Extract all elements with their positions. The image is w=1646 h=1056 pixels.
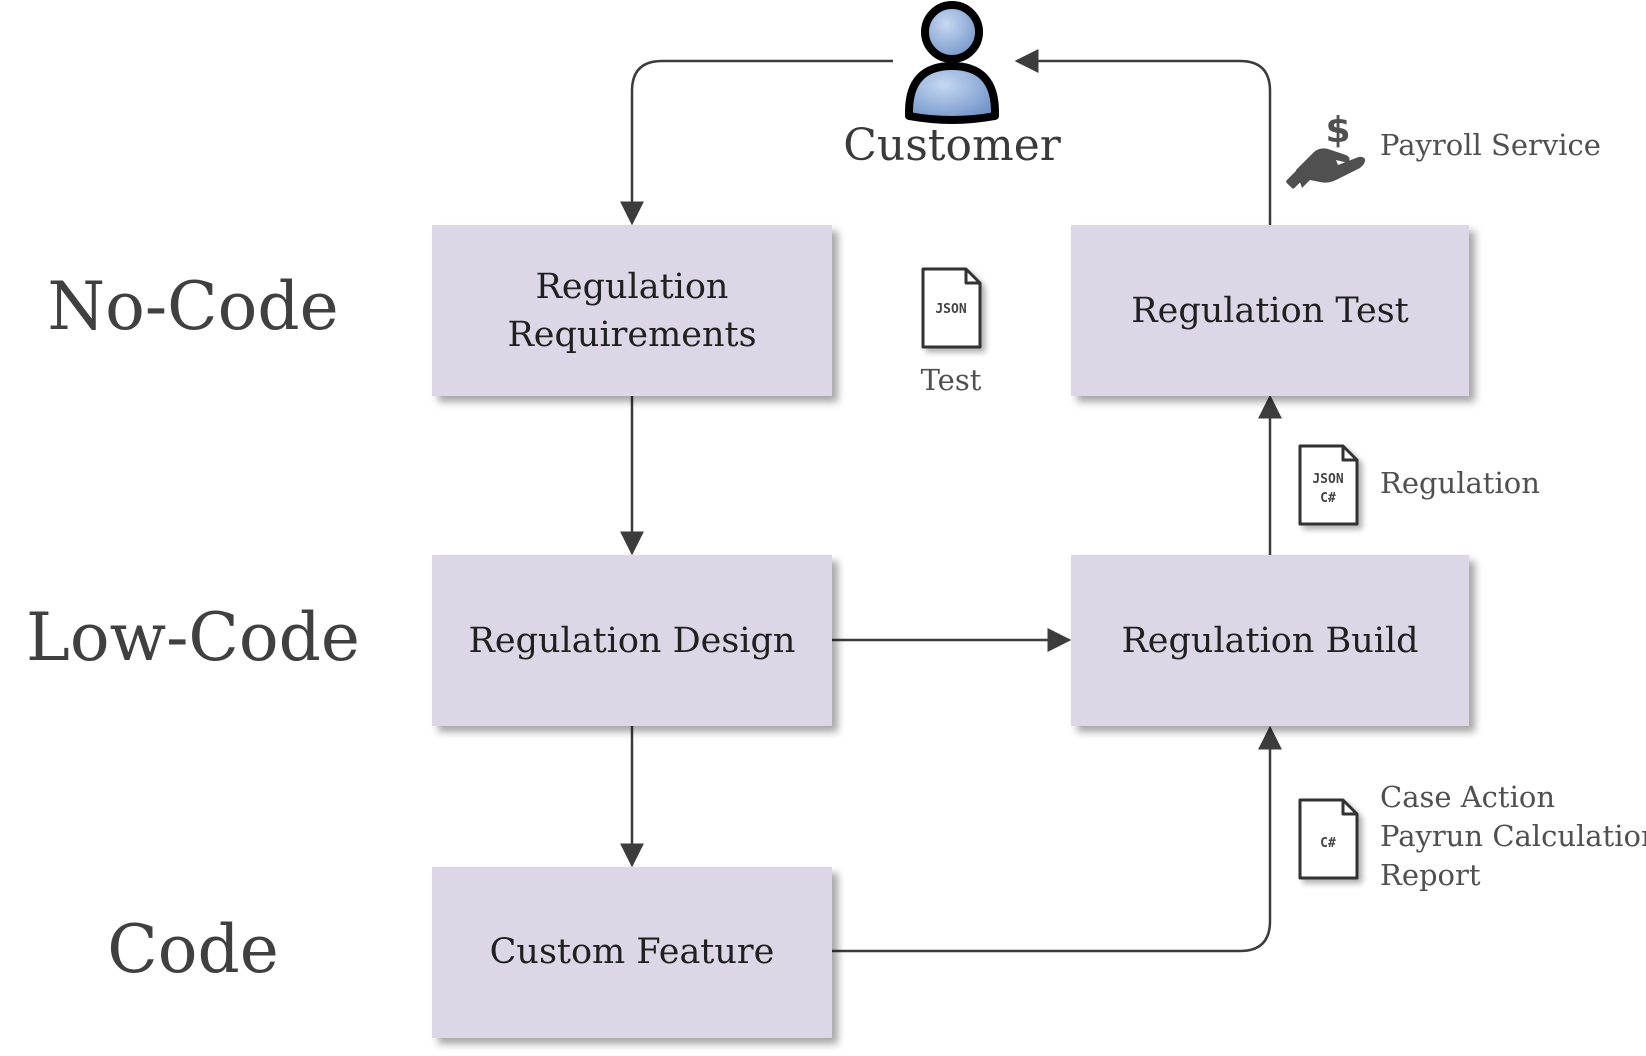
test-document-label: Test — [921, 363, 982, 397]
person-icon — [905, 1, 999, 124]
payroll-service-label: Payroll Service — [1380, 128, 1601, 162]
box-custom-label: Custom Feature — [490, 932, 775, 972]
code-document-icon-text: C# — [1320, 836, 1336, 851]
box-regulation-build: Regulation Build — [1071, 555, 1469, 726]
code-artifact-label-payrun-calculation: Payrun Calculation — [1380, 819, 1646, 853]
flow-test-to-customer — [1014, 49, 1272, 225]
code-artifact-label-case-action: Case Action — [1380, 780, 1555, 814]
regulation-document-icon-text-2: C# — [1320, 491, 1336, 506]
tier-label-code: Code — [107, 911, 279, 988]
tier-label-low-code: Low-Code — [26, 599, 360, 676]
box-design-label: Regulation Design — [469, 621, 796, 661]
json-csharp-document-icon — [1298, 444, 1359, 526]
box-custom-feature: Custom Feature — [432, 867, 832, 1038]
tier-label-no-code: No-Code — [47, 268, 338, 345]
box-regulation-test: Regulation Test — [1071, 225, 1469, 396]
box-regulation-requirements: Regulation Requirements — [432, 225, 832, 396]
regulation-document-label: Regulation — [1380, 466, 1540, 500]
json-document-icon — [921, 267, 982, 349]
csharp-document-icon — [1298, 798, 1359, 880]
box-build-label: Regulation Build — [1121, 621, 1418, 661]
svg-text:$: $ — [1325, 110, 1350, 151]
flow-custom-to-build — [832, 725, 1282, 953]
customer-label: Customer — [843, 120, 1062, 171]
json-document-icon-text: JSON — [935, 302, 966, 317]
code-artifact-label-report: Report — [1380, 858, 1481, 892]
regulation-document-icon-text-1: JSON — [1312, 472, 1343, 487]
box-requirements-label-line2: Requirements — [507, 315, 756, 355]
box-test-label: Regulation Test — [1131, 291, 1408, 331]
box-requirements-label-line1: Regulation — [536, 267, 729, 307]
flow-customer-to-requirements — [620, 59, 893, 226]
hand-dollar-icon: $ — [1286, 110, 1366, 189]
box-regulation-design: Regulation Design — [432, 555, 832, 726]
